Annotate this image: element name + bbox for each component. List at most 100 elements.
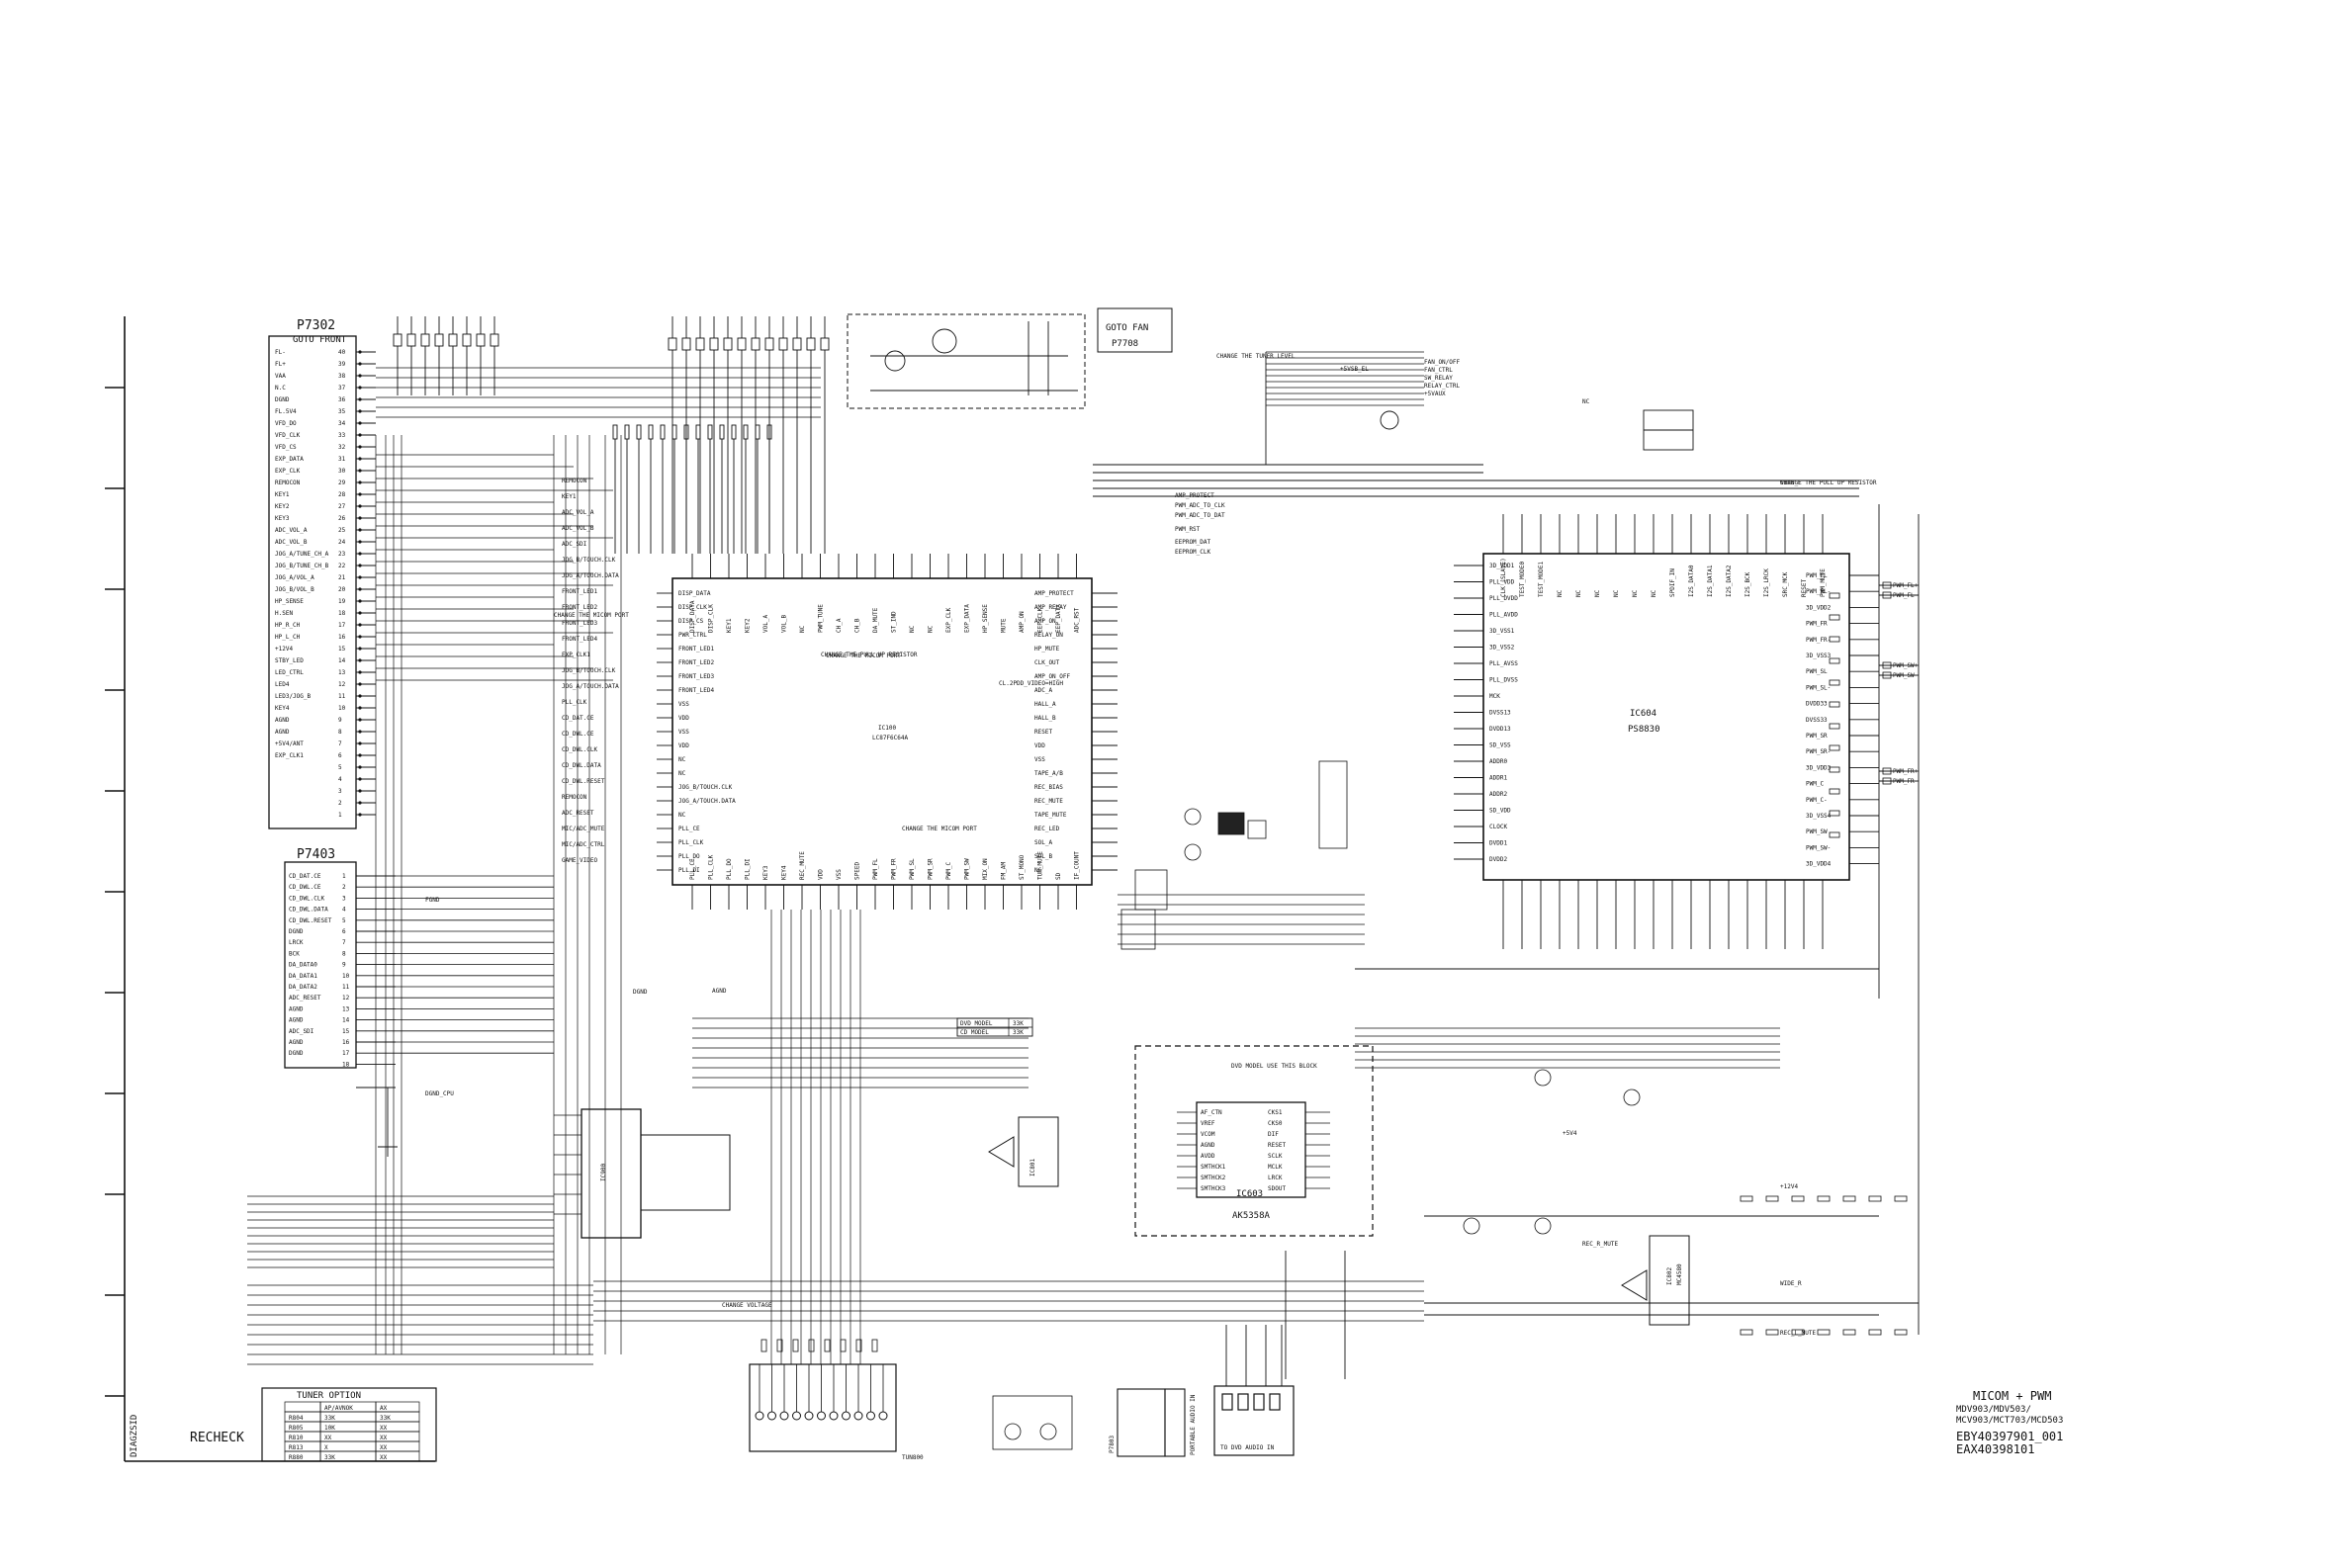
- dvd-model-r1: 33K: [1013, 1029, 1024, 1036]
- ic604-top-pin: RESET: [1801, 579, 1808, 597]
- ic100-left-net-label: FRONT_LED4: [562, 636, 598, 643]
- ic100-bottom-pin: PWM_FL: [872, 858, 879, 880]
- ic100-top-pin: ADC_RST: [1074, 607, 1081, 633]
- p7302-pin-number: 29: [338, 479, 346, 486]
- ic100-left-net-label: PLL_CLK: [562, 699, 587, 706]
- p7302-pin-label: +12V4: [275, 646, 293, 653]
- fan-block: GOTO FAN P7708: [847, 307, 1173, 409]
- p7302-pin-label: H.SEN: [275, 610, 293, 617]
- title-line-2: MDV903/MDV503/: [1956, 1405, 2031, 1415]
- ic100-right-pin: AMP_PROTECT: [1034, 590, 1074, 597]
- p7403-pin-number: 8: [342, 950, 346, 957]
- p7708-subtitle: GOTO FAN: [1106, 323, 1148, 333]
- p7302-pin-label: AGND: [275, 717, 290, 724]
- p7302-pin-label: N.C: [275, 385, 286, 392]
- tuner-option-cell: XX: [380, 1444, 388, 1451]
- dvd-model-h1: 33K: [1013, 1020, 1024, 1027]
- ic100-right-pin: RESET: [1034, 729, 1052, 736]
- tuner-option-cell: XX: [380, 1435, 388, 1441]
- tuner-option-cell: 10K: [324, 1425, 335, 1432]
- small-net-label: +5VAUX: [1424, 391, 1446, 397]
- ic100-right-pin: SOL_A: [1034, 839, 1052, 846]
- p7302-pin-number: 35: [338, 408, 346, 415]
- ic604-top-pin: TEST_MODE1: [1538, 561, 1545, 597]
- p7403-pin-label: DA_DATA2: [289, 984, 317, 991]
- ic100-bottom-pin: PWM_FR: [891, 858, 898, 880]
- pwm-output-net: PWM_SW+: [1893, 662, 1919, 669]
- ic100-bottom-pin: IF_COUNT: [1074, 851, 1081, 880]
- ic100-left-net-label: ADC_VOL_B: [562, 525, 594, 532]
- ic100-top-pin: DISP_CLK: [708, 604, 715, 633]
- ic604-left-pin: 3D_VSS1: [1489, 628, 1515, 635]
- ic100-top-pin: EXP_DATA: [964, 604, 971, 633]
- ic100-top-pin: DA_MUTE: [872, 607, 879, 633]
- tuner-option-title: TUNER OPTION: [297, 1391, 361, 1401]
- ic604-right-pin: PWM_FR-: [1806, 637, 1831, 644]
- p7403-pin-label: ADC_SDI: [289, 1028, 314, 1035]
- ic604-right-pin: 3D_VSS4: [1806, 813, 1832, 820]
- ic100-bottom-pin: PLL_DI: [745, 858, 752, 880]
- p7403-pin-number: 14: [342, 1017, 350, 1024]
- ic604-top-pin: NC: [1632, 589, 1639, 597]
- p7403-pin-label: LRCK: [289, 939, 304, 946]
- ic604-top-pin: I2S_DATA2: [1726, 565, 1733, 597]
- ic100-left-pin: VSS: [678, 729, 689, 736]
- ic100-left-net-label: CD_DWL.CE: [562, 731, 594, 738]
- ic100-ref: IC100: [878, 725, 896, 732]
- small-net-label: FAN_CTRL: [1424, 367, 1453, 374]
- ic604-left-pin: SD_VDD: [1489, 808, 1511, 815]
- ic604-left-pin: DVDD13: [1489, 726, 1511, 733]
- ic100-top-pin: VOL_B: [781, 615, 788, 633]
- ic604-part: PS8830: [1628, 725, 1660, 735]
- ic604-left-pin: 3D_VSS2: [1489, 645, 1515, 652]
- ic100-left-net-label: ADC_SDI: [562, 541, 587, 548]
- ic604-left-pin: PLL_DVSS: [1489, 677, 1518, 684]
- ic900-block: IC900: [581, 1108, 731, 1239]
- ic604-right-pin: PWM_FL-: [1806, 588, 1831, 595]
- connector-p7403: P7403 1CD_DAT.CE2CD_DWL.CE3CD_DWL.CLK4CD…: [284, 847, 396, 1069]
- p7302-pin-number: 10: [338, 705, 346, 712]
- connector-to-dvd: TO DVD AUDIO IN: [1213, 1385, 1295, 1456]
- ic100-top-pin: KEY2: [745, 618, 752, 633]
- ic604-right-pin: DVSS33: [1806, 717, 1828, 724]
- tuner-option-cell: R804: [289, 1415, 304, 1422]
- p7403-pin-label: DGND: [289, 1050, 304, 1057]
- ic604-pwm: IC604 PS8830 CHANGE THE PULL UP RESISTOR…: [1454, 479, 1879, 949]
- ic604-right-pin: PWM_FR: [1806, 621, 1828, 628]
- p7302-pin-number: 4: [338, 776, 342, 783]
- small-net-label: FAN_ON/OFF: [1424, 359, 1461, 366]
- ic100-right-pin: VDD: [1034, 742, 1045, 749]
- ic100-left-pin: PLL_CE: [678, 826, 700, 832]
- ic100-bottom-pin: PWM_SR: [928, 858, 935, 880]
- ic100-part: LC87F6C64A: [872, 735, 909, 741]
- ic100-left-pin: NC: [678, 770, 686, 777]
- tuner-option-cell: XX: [380, 1454, 388, 1461]
- tuner-option-cell: X: [324, 1444, 328, 1451]
- p7302-pin-label: HP_R_CH: [275, 622, 301, 629]
- p7403-pin-number: 15: [342, 1028, 350, 1035]
- ic100-bottom-pin: PWM_SL: [909, 858, 916, 880]
- pwm-output-net: PWM_SW-: [1893, 672, 1918, 679]
- p7302-pin-number: 14: [338, 657, 346, 664]
- small-net-label: PWM_ADC_TO_CLK: [1175, 502, 1225, 509]
- ic100-top-pin: VOL_A: [762, 615, 769, 633]
- p7302-pin-label: VFD_CS: [275, 444, 297, 451]
- small-net-label: +5V4: [1563, 1130, 1577, 1137]
- p7302-pin-label: EXP_DATA: [275, 456, 304, 463]
- ic604-right-pin: PWM_FL: [1806, 572, 1828, 579]
- ic100-right-pin: HALL_A: [1034, 701, 1056, 708]
- p7302-pin-label: EXP_CLK: [275, 468, 301, 475]
- small-net-label: CHANGE THE MICOM PORT: [554, 612, 629, 619]
- ic603-note: DVD MODEL USE THIS BLOCK: [1231, 1063, 1317, 1070]
- tuner-option-cell: R813: [289, 1444, 304, 1451]
- small-net-label: WIDE_L: [1780, 479, 1802, 486]
- pwm-output-net: PWM_FL+: [1893, 582, 1919, 589]
- p7302-pin-label: LED3/JOG_B: [275, 693, 312, 700]
- p7302-pin-number: 32: [338, 444, 346, 451]
- small-net-label: DGND_CPU: [425, 1090, 454, 1097]
- ic100-left-net-label: REMOCON: [562, 478, 587, 484]
- p7302-pin-label: ADC_VOL_B: [275, 539, 308, 546]
- ic100-bottom-pin: MIX_ON: [982, 858, 989, 880]
- p7302-pin-label: KEY4: [275, 705, 290, 712]
- p7302-pin-number: 39: [338, 361, 346, 368]
